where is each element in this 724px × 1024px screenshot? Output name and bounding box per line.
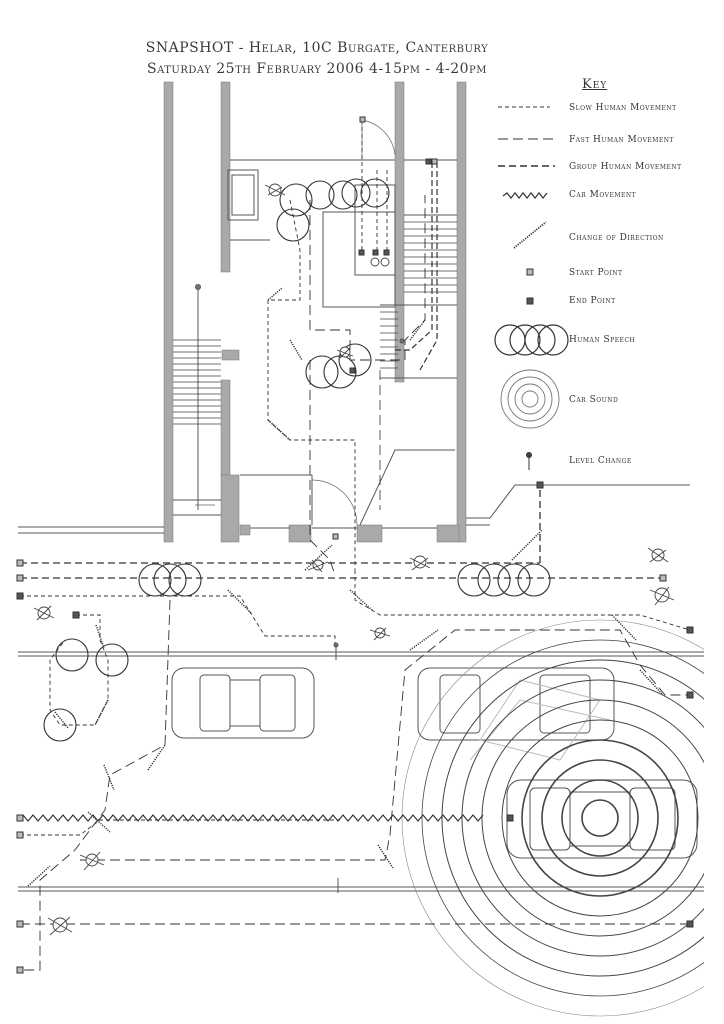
person-figure — [47, 916, 73, 936]
key-label-start: Start Point — [569, 268, 623, 278]
end-point-marker — [72, 611, 80, 619]
wall-left-outer — [163, 81, 174, 543]
person-figure — [79, 851, 105, 871]
level-change-pins — [195, 284, 405, 893]
start-point-marker — [16, 574, 24, 582]
moving-car-bottom — [506, 779, 698, 859]
door-swings — [195, 119, 396, 526]
drawing-title: SNAPSHOT - Helar, 10C Burgate, Canterbur… — [145, 40, 489, 56]
key-label-fast: Fast Human Movement — [569, 135, 675, 145]
key-icons — [494, 106, 569, 470]
car-sound-icon — [500, 369, 560, 429]
level-change-icon — [526, 452, 532, 470]
person-figure — [33, 605, 55, 621]
end-point-marker — [686, 691, 694, 699]
speech-circles — [43, 178, 551, 742]
direction-change-icon — [513, 221, 547, 249]
margin-mask — [704, 600, 724, 1024]
drawing-subtitle: Saturday 25th February 2006 4-15pm - 4-2… — [147, 61, 487, 77]
key-label-slow: Slow Human Movement — [569, 103, 677, 113]
stairs — [173, 221, 457, 425]
wall-right-a — [394, 81, 405, 383]
key-label-direction: Change of Direction — [569, 233, 664, 243]
direction-change-marks — [27, 287, 663, 887]
car-sound-rings — [401, 619, 724, 1017]
end-point-marker — [536, 481, 544, 489]
person-figure — [336, 346, 354, 359]
street-lines — [18, 651, 704, 892]
end-point-marker — [16, 592, 24, 600]
people-figures — [33, 183, 675, 936]
wall-left-inner-mid — [220, 379, 231, 476]
person-figure — [409, 555, 431, 571]
start-point-marker — [16, 920, 24, 928]
endpoints — [16, 116, 694, 974]
end-point-icon — [526, 297, 534, 305]
car-movement-icon — [502, 192, 548, 199]
end-point-marker — [686, 626, 694, 634]
person-figure — [647, 547, 669, 563]
key-label-group: Group Human Movement — [569, 162, 682, 172]
moving-car-top — [417, 667, 615, 761]
start-point-marker — [16, 966, 24, 974]
key-heading: Key — [582, 77, 608, 92]
end-point-marker — [686, 920, 694, 928]
person-figure — [649, 586, 675, 606]
person-figure — [307, 559, 329, 573]
wall-left-inner-top — [220, 81, 231, 273]
start-point-marker — [659, 574, 667, 582]
key-label-sound: Car Sound — [569, 395, 619, 405]
movement-paths — [17, 120, 691, 971]
building-walls — [163, 81, 467, 543]
interior-lines — [18, 159, 690, 534]
person-figure — [369, 627, 391, 641]
speech-icon — [494, 324, 569, 356]
start-point-marker — [16, 831, 24, 839]
start-point-marker — [16, 814, 24, 822]
start-point-marker — [16, 559, 24, 567]
person-figure — [264, 183, 286, 197]
person-figure — [370, 257, 390, 267]
wall-right-b — [456, 81, 467, 543]
start-point-icon — [526, 268, 534, 276]
key-label-level: Level Change — [569, 456, 632, 466]
wall-left-inner-bottom — [220, 474, 240, 543]
key-label-car: Car Movement — [569, 190, 637, 200]
key-label-end: End Point — [569, 296, 616, 306]
parked-car-left — [171, 667, 315, 739]
end-point-marker — [506, 814, 514, 822]
key-label-speech: Human Speech — [569, 335, 636, 345]
